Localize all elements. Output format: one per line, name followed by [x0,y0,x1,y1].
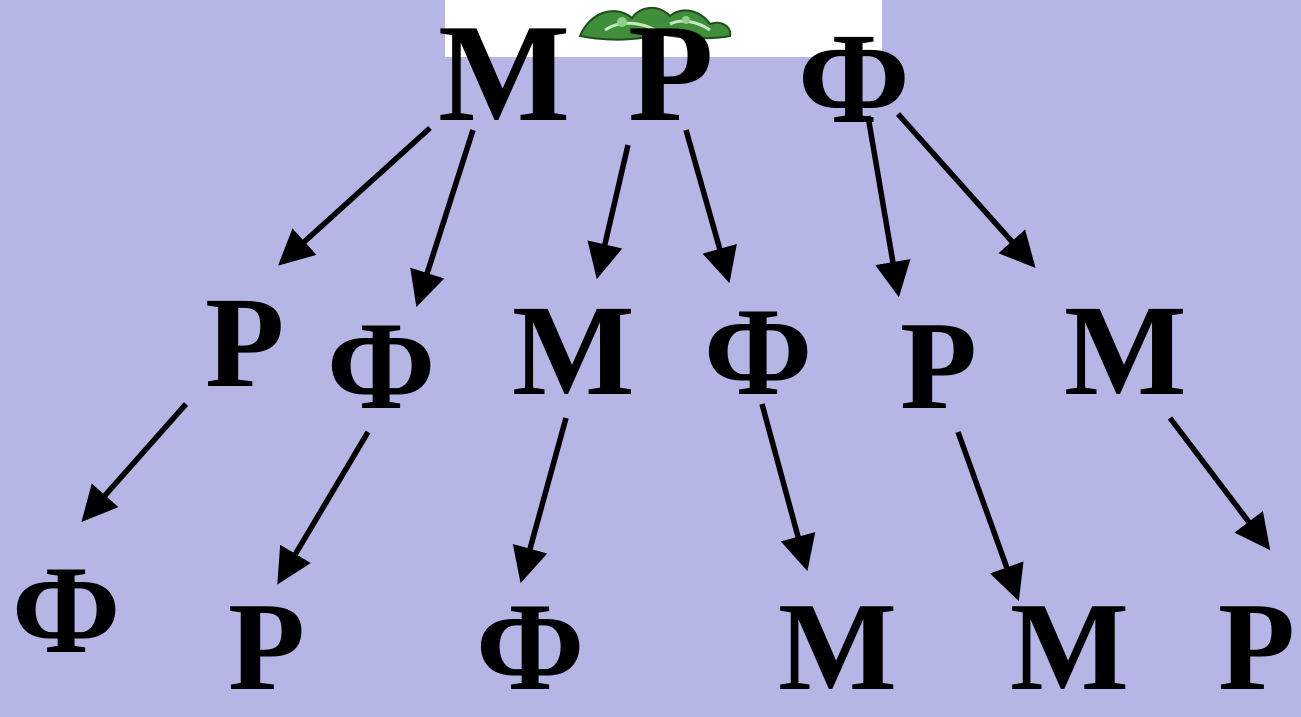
arrow-f-to-r [865,115,911,298]
arrow-m-to-f [410,129,476,308]
arrow-l2-4 [759,403,816,572]
level3-letter-4: М [778,578,897,717]
level2-letter-2: Ф [327,297,436,436]
level3-letter-5: М [1010,578,1129,717]
level2-letter-6: М [1064,279,1187,423]
arrow-r-to-m [587,144,631,280]
level2-letter-3: М [512,279,635,423]
arrow-f-to-m [895,112,1036,268]
root-letter-r: Р [628,0,714,151]
level2-letter-1: Р [205,271,285,415]
root-letter-m: М [438,0,571,151]
root-letter-f: Ф [798,7,910,151]
arrow-r-to-f [683,129,737,284]
arrow-m-to-r [278,125,432,266]
arrows-layer [81,112,1271,602]
level2-letter-5: Р [900,297,977,436]
level3-letter-1: Ф [12,541,121,680]
arrow-l2-6 [1167,416,1271,551]
level2-letter-4: Ф [704,283,813,422]
arrow-l2-2 [277,430,371,585]
arrow-l2-1 [81,402,189,523]
arrow-l2-5 [955,431,1024,602]
arrow-l2-3 [512,417,569,584]
level3-letter-6: Р [1218,578,1295,717]
level3-letter-3: Ф [476,578,585,717]
green-leaves-clipart-icon [578,7,732,41]
level3-letter-2: Р [228,578,305,717]
